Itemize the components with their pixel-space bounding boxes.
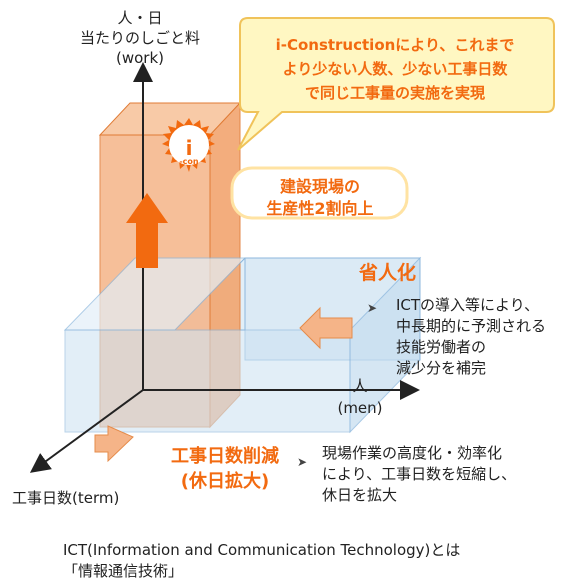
vertical-axis-label-line2: 当たりのしごと料 [79, 29, 200, 47]
vertical-axis-label-line1: 人・日 [117, 9, 163, 27]
days-reduction-desc: 現場作業の高度化・効率化 により、工事日数を短縮し、 休日を拡大 [322, 443, 516, 506]
icon-badge [162, 118, 215, 172]
right-axis-label-line2: (men) [337, 399, 383, 417]
labor-saving-title: 省人化 [359, 262, 417, 284]
days-reduction-desc-line2: により、工事日数を短縮し、 [322, 465, 517, 483]
days-reduction-title-line2: (休日拡大) [180, 471, 270, 492]
days-reduction-desc-line3: 休日を拡大 [322, 486, 398, 504]
blue-box-front [63, 256, 421, 434]
callout-line1: i-Constructionにより、これまで [275, 36, 515, 54]
callout-bubble [237, 17, 555, 151]
vertical-axis-label: 人・日 当たりのしごと料 (work) [40, 8, 240, 68]
callout-text: i-Constructionにより、これまで より少ない人数、少ない工事日数 で… [236, 33, 554, 105]
footnote-line1: ICT(Information and Communication Techno… [63, 541, 461, 559]
vertical-axis-label-line3: (work) [115, 49, 164, 67]
labor-saving-desc-line1: ICTの導入等により、 [396, 296, 540, 314]
labor-saving-desc-line2: 中長期的に予測される [396, 317, 547, 335]
callout-line2: より少ない人数、少ない工事日数 [282, 60, 508, 78]
footnote-line2: 「情報通信技術」 [63, 562, 184, 580]
labor-saving-desc-line3: 技能労働者の [396, 338, 487, 356]
days-reduction-title-line1: 工事日数削減 [171, 446, 279, 467]
productivity-line1: 建設現場の [279, 177, 360, 196]
left-axis-label: 工事日数(term) [12, 489, 120, 507]
bottom-arrow [94, 425, 134, 463]
up-arrow [126, 193, 168, 268]
icon-big-letter: i [185, 136, 193, 160]
productivity-line2: 生産性2割向上 [266, 199, 374, 218]
days-reduction-title: 工事日数削減 (休日拡大) [150, 444, 300, 494]
productivity-text: 建設現場の 生産性2割向上 [236, 176, 404, 220]
icon-badge-label: i -con [165, 136, 213, 166]
right-axis-label-line1: 人 [352, 377, 368, 395]
side-arrow [299, 306, 353, 350]
labor-saving-bullet: ➤ [367, 301, 378, 315]
footnote: ICT(Information and Communication Techno… [63, 540, 460, 582]
productivity-bubble [230, 166, 409, 220]
labor-saving-desc-line4: 減少分を補完 [396, 359, 487, 377]
days-reduction-bullet: ➤ [297, 455, 308, 469]
callout-line3: で同じ工事量の実施を実現 [304, 84, 485, 102]
right-axis-label: 人 (men) [330, 375, 390, 419]
days-reduction-desc-line1: 現場作業の高度化・効率化 [322, 444, 503, 462]
labor-saving-desc: ICTの導入等により、 中長期的に予測される 技能労働者の 減少分を補完 [396, 295, 546, 379]
icon-small-text: -con [179, 157, 199, 166]
